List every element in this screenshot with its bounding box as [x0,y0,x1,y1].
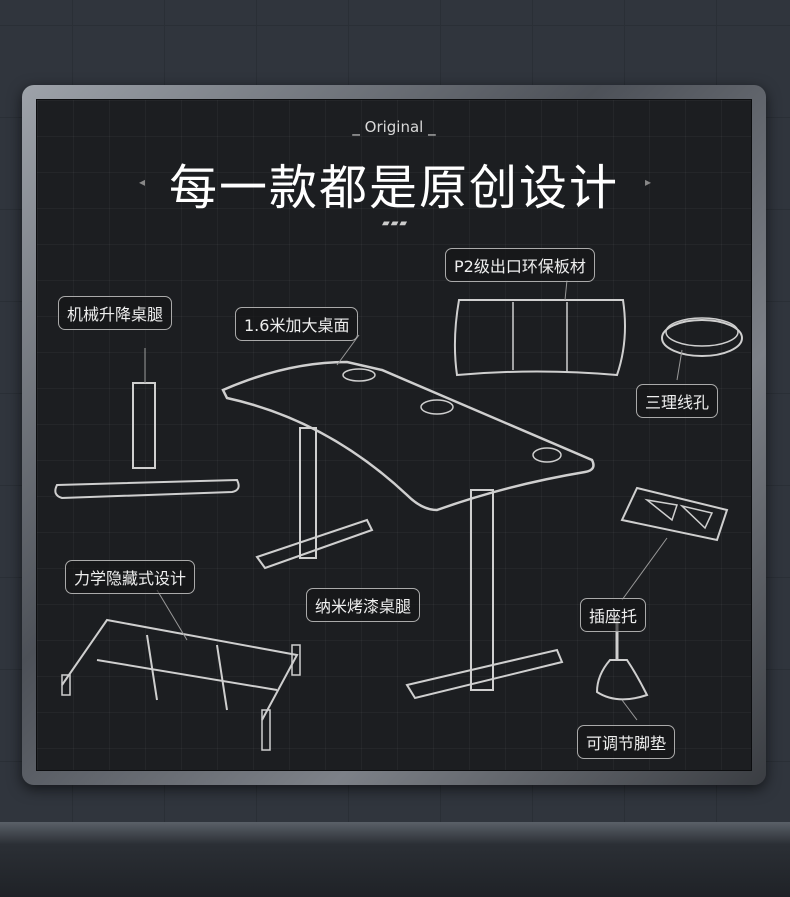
label-socket-tray: 插座托 [580,598,647,632]
label-cable-holes: 三理线孔 [636,384,719,418]
chalkboard: _ Original _ 每一款都是原创设计 ◂ ▸ ▰▰▰ 机械升降桌腿 1.… [36,99,752,771]
board-material-sketch [453,279,626,377]
chalkboard-frame: _ Original _ 每一款都是原创设计 ◂ ▸ ▰▰▰ 机械升降桌腿 1.… [22,85,766,785]
foot-pad-sketch [595,620,649,721]
floor [0,822,790,897]
cable-hole-sketch [661,317,743,381]
label-tabletop: 1.6米加大桌面 [235,307,359,341]
decor-dots-icon: ▰▰▰ [382,218,409,229]
desk-sketches [54,279,743,751]
label-hidden-design: 力学隐藏式设计 [65,560,196,594]
hidden-frame-sketch [61,589,301,751]
label-foot-pad: 可调节脚垫 [577,725,676,759]
subtitle-original: _ Original _ [352,118,436,136]
left-arrow-icon: ◂ [139,175,146,189]
socket-tray-sketch [620,486,729,601]
label-board-material: P2级出口环保板材 [445,248,595,282]
desk-sketch [221,334,595,700]
right-arrow-icon: ▸ [645,175,652,189]
label-lift-leg: 机械升降桌腿 [58,296,173,330]
label-paint-leg: 纳米烤漆桌腿 [306,588,421,622]
lift-leg-sketch [54,348,240,500]
page-title: 每一款都是原创设计 [168,160,619,216]
